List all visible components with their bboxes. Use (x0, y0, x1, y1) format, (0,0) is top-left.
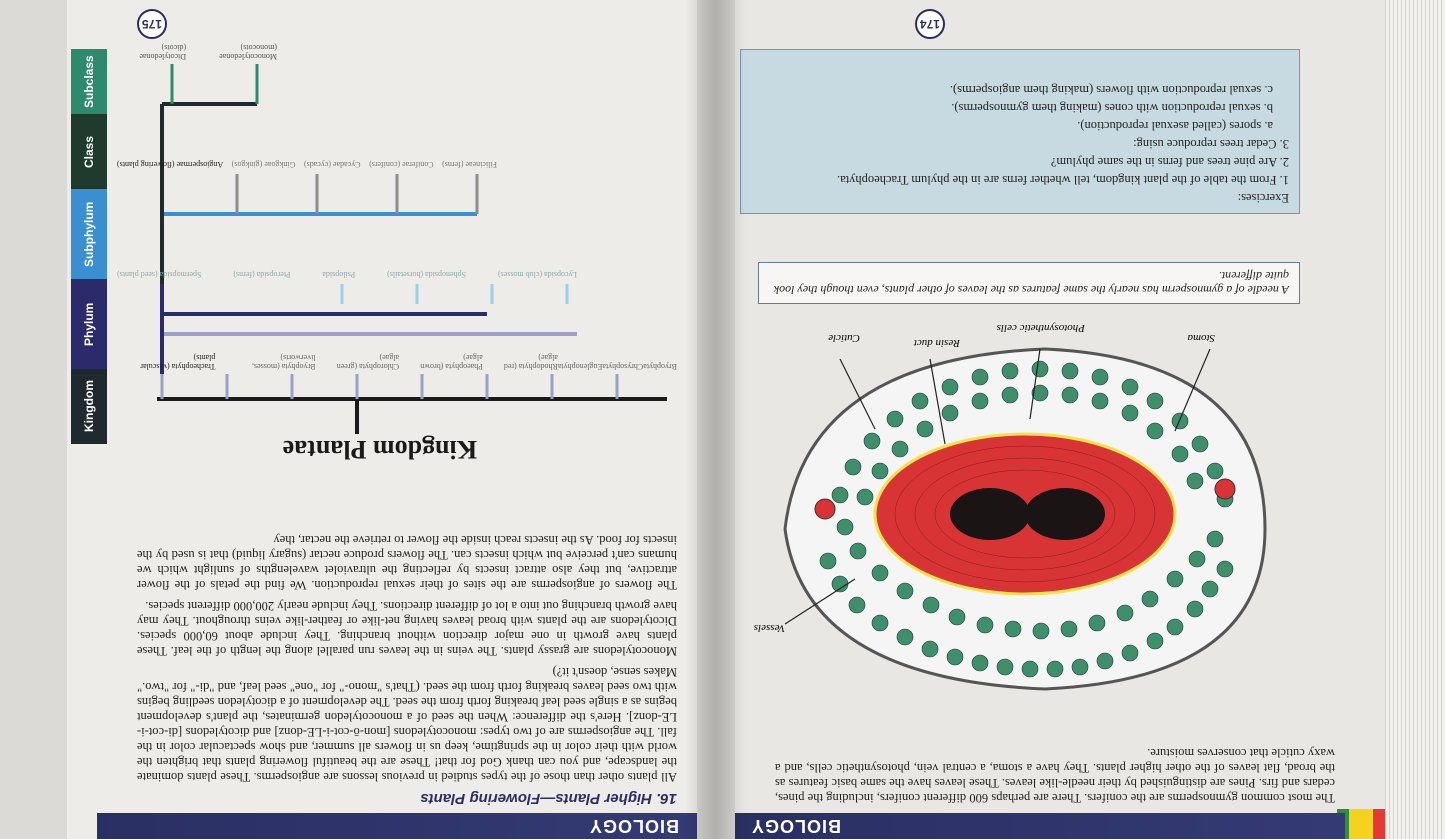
exercise-item: 1. From the table of the plant kingdom, … (837, 173, 1289, 187)
exercise-item: b. sexual reproduction with cones (makin… (951, 101, 1273, 115)
class-branches (235, 174, 479, 214)
phylum-label: Phaeophyta (brown algae) (420, 353, 483, 371)
page-number: 174 (915, 9, 945, 39)
page-number: 175 (137, 9, 167, 39)
class-label: Ginkgoae (ginkgos) (231, 160, 296, 169)
phylum-label: Tracheophyta (vascular plants) (140, 353, 216, 371)
resin-duct (1214, 478, 1236, 500)
vascular-cell-grid (894, 445, 1156, 583)
subclass-branches (170, 64, 259, 104)
label-photosynthetic-cells: Photosynthetic cells (996, 322, 1085, 334)
resin-duct (814, 498, 836, 520)
paragraph: Monocotyledons are grassy plants. The ve… (137, 599, 677, 658)
label-vessels: Vessels (753, 622, 785, 634)
subphylum-labels: Lycopsida (club mosses) Sphenopsida (hor… (117, 270, 577, 279)
intro-block: The most common gymnosperms are the coni… (775, 739, 1335, 805)
subphylum-label: Sphenopsida (horsetails) (387, 270, 466, 279)
page-174: BIOLOGY The most common gymnosperms are … (735, 0, 1385, 839)
text-block: 16. Higher Plants—Flowering Plants All p… (137, 526, 677, 807)
exercise-item: 3. Cedar trees reproduce using: (1133, 137, 1289, 151)
intro-paragraph: The most common gymnosperms are the coni… (775, 746, 1335, 805)
label-cuticle: Cuticle (828, 332, 860, 344)
rank-label: Class (82, 135, 96, 168)
label-pointer (1029, 348, 1041, 420)
subclass-label: Monocotyledonae (monocots) (219, 43, 277, 61)
rank-phylum: Phylum (71, 279, 107, 369)
taxonomy-tree (157, 64, 667, 434)
page-header: BIOLOGY (97, 813, 697, 839)
paragraph: The flowers of angiosperms are the sites… (137, 533, 677, 592)
subphylum-label: Spermopsida (seed plants) (117, 270, 202, 279)
label-stoma: Stoma (1187, 332, 1216, 344)
header-title: BIOLOGY (588, 816, 679, 837)
background (0, 0, 75, 839)
section-title: 16. Higher Plants—Flowering Plants (420, 790, 677, 807)
class-label: Cycadae (cycads) (303, 160, 361, 169)
class-label: Angiospermae (flowering plants) (117, 160, 224, 169)
vessels-core (1025, 488, 1105, 540)
rank-label: Subclass (82, 55, 96, 108)
photosynthetic-cells (819, 360, 1234, 678)
exercise-item: a. spores (called asexual reproduction). (1077, 119, 1273, 133)
label-pointer (784, 578, 856, 625)
phylum-labels: Bryophyta Chrysophyta Euglenophyta Rhodo… (117, 353, 677, 371)
label-resin-duct: Resin duct (913, 337, 960, 349)
class-labels: Filicineae (ferns) Coniferae (conifers) … (117, 160, 497, 169)
rank-subphylum: Subphylum (71, 189, 107, 279)
subphylum-label: Psilopsida (322, 270, 356, 279)
class-label: Coniferae (conifers) (369, 160, 434, 169)
subphylum-label: Pteropsida (ferns) (233, 270, 291, 279)
label-pointer (1174, 348, 1211, 432)
phylum-label: Bryophyta (643, 362, 677, 371)
subclass-label: Dicotyledonae (dicots) (139, 43, 187, 61)
rank-class: Class (71, 114, 107, 189)
subphylum-bars (160, 284, 577, 374)
needle-cross-section-diagram (783, 347, 1267, 691)
rank-kingdom: Kingdom (71, 369, 107, 444)
rank-subclass: Subclass (71, 49, 107, 114)
phylum-label: Euglenophyta (557, 362, 603, 371)
page-175: BIOLOGY 16. Higher Plants—Flowering Plan… (67, 0, 697, 839)
phylum-label: Bryophyta (mosses, liverworts) (251, 353, 316, 371)
label-pointer (839, 358, 876, 430)
page-number-text: 175 (141, 17, 163, 31)
rank-label: Phylum (82, 302, 96, 346)
phylum-branches (160, 374, 619, 399)
exercise-item: c. sexual reproduction with flowers (mak… (949, 83, 1273, 97)
phylum-label: Chrysophyta (602, 362, 644, 371)
exercise-item: 2. Are pine trees and ferns in the same … (1050, 155, 1289, 169)
header-title: BIOLOGY (751, 816, 842, 837)
subphylum-branches (340, 284, 569, 304)
exercises-box: Exercises: 1. From the table of the plan… (740, 49, 1300, 214)
caption-box: A needle of a gymnosperm has nearly the … (758, 262, 1300, 304)
book-gutter (685, 0, 745, 839)
page-header: BIOLOGY (735, 813, 1345, 839)
subclass-labels: Monocotyledonae (monocots) Dicotyledonae… (117, 43, 277, 61)
rank-label: Kingdom (82, 380, 96, 433)
page-number-text: 174 (919, 17, 941, 31)
caption-text: A needle of a gymnosperm has nearly the … (773, 269, 1289, 297)
exercises-title: Exercises: (1237, 191, 1289, 205)
class-label: Filicineae (ferns) (442, 160, 497, 169)
phylum-label: Rhodophyta (red algae) (503, 353, 558, 371)
rank-label: Subphylum (82, 201, 96, 267)
vessels-core (950, 488, 1030, 540)
subphylum-label: Lycopsida (club mosses) (497, 270, 577, 279)
phylum-label: Chlorophyta (green algae) (336, 353, 400, 371)
paragraph: All plants other than those of the types… (137, 665, 677, 784)
rank-sidebar: Kingdom Phylum Subphylum Class Subclass (71, 49, 107, 444)
label-pointer (929, 358, 946, 445)
